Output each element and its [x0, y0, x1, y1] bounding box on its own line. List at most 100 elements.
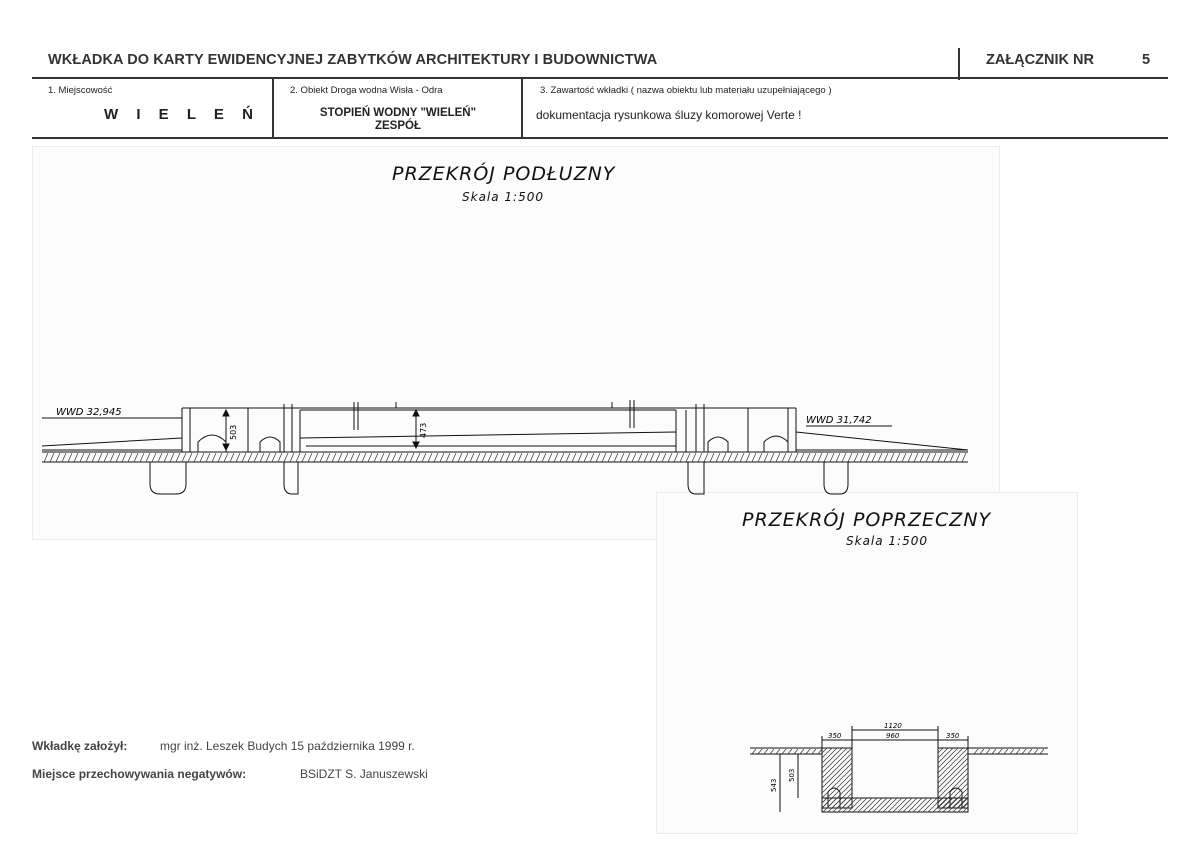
hatch-line	[1003, 748, 1009, 755]
hatch-line	[821, 747, 848, 774]
hatch-line	[487, 452, 493, 463]
hatch-line	[271, 452, 277, 463]
hatch-line	[721, 452, 727, 463]
hatch-line	[827, 797, 843, 813]
hatch-line	[781, 748, 787, 755]
hatch-line	[517, 452, 523, 463]
hatch-line	[887, 797, 903, 813]
hatch-line	[877, 452, 883, 463]
hatch-line	[847, 452, 853, 463]
dim-right-wall-text: 350	[946, 732, 960, 740]
hatch-line	[301, 452, 307, 463]
hatch-line	[43, 452, 49, 463]
hatch-line	[679, 452, 685, 463]
place-label: 1. Miejscowość	[48, 85, 113, 96]
hatch-line	[1015, 748, 1021, 755]
hatch-line	[727, 452, 733, 463]
hatch-line	[1033, 748, 1039, 755]
hatch-line	[541, 452, 547, 463]
hatch-line	[917, 797, 933, 813]
hatch-line	[883, 452, 889, 463]
hatch-line	[957, 797, 969, 809]
hatch-line	[181, 452, 187, 463]
hatch-line	[61, 452, 67, 463]
hatch-line	[913, 452, 919, 463]
hatch-line	[259, 452, 265, 463]
hatch-line	[145, 452, 151, 463]
hatch-line	[667, 452, 673, 463]
hatch-line	[781, 452, 787, 463]
hatch-line	[91, 452, 97, 463]
hatch-line	[859, 452, 865, 463]
hatch-line	[821, 797, 833, 809]
storage-value: BSiDZT S. Januszewski	[300, 767, 428, 781]
hatch-line	[821, 747, 828, 754]
hatch-line	[962, 802, 969, 809]
hatch-line	[957, 801, 969, 813]
hatch-line	[475, 452, 481, 463]
hatch-line	[937, 757, 969, 789]
hatch-line	[511, 452, 517, 463]
hatch-line	[1021, 748, 1027, 755]
hatch-line	[897, 797, 913, 813]
hatch-line	[403, 452, 409, 463]
hatch-line	[469, 452, 475, 463]
hatch-line	[925, 452, 931, 463]
hatch-line	[811, 748, 817, 755]
hatch-line	[799, 452, 805, 463]
hatch-line	[409, 452, 415, 463]
hatch-line	[415, 452, 421, 463]
hatch-line	[793, 452, 799, 463]
hatch-line	[163, 452, 169, 463]
hatch-line	[331, 452, 337, 463]
hatch-line	[821, 747, 853, 779]
hatch-line	[763, 748, 769, 755]
object-value: STOPIEŃ WODNY "WIELEŃ" ZESPÓŁ	[278, 107, 518, 133]
hatch-line	[937, 747, 969, 779]
hatch-line	[912, 797, 928, 813]
hatch-line	[942, 797, 958, 813]
hatch-line	[937, 747, 959, 769]
hatch-line	[872, 797, 888, 813]
hatch-line	[867, 797, 883, 813]
hatch-line	[937, 747, 944, 754]
hatch-line	[775, 452, 781, 463]
hatch-line	[937, 767, 969, 799]
hatch-line	[991, 748, 997, 755]
hatch-line	[427, 452, 433, 463]
hatch-line	[319, 452, 325, 463]
hatch-line	[379, 452, 385, 463]
hatch-line	[709, 452, 715, 463]
hatch-line	[787, 748, 793, 755]
header-rule	[32, 77, 1168, 79]
place-value: W I E L E Ń	[104, 106, 260, 123]
hatch-line	[733, 452, 739, 463]
hatch-line	[901, 452, 907, 463]
hatch-line	[865, 452, 871, 463]
hatch-line	[187, 452, 193, 463]
hatch-line	[313, 452, 319, 463]
hatch-line	[823, 452, 829, 463]
hatch-line	[862, 797, 878, 813]
level-left-text: WWD 32,945	[56, 407, 122, 418]
hatch-line	[325, 452, 331, 463]
hatch-line	[571, 452, 577, 463]
content-label: 3. Zawartość wkładki ( nazwa obiektu lub…	[540, 85, 832, 96]
hatch-line	[523, 452, 529, 463]
attachment-number: 5	[1142, 52, 1151, 68]
hatch-line	[821, 767, 853, 799]
hatch-line	[397, 452, 403, 463]
hatch-line	[433, 452, 439, 463]
longitudinal-scale: Skala 1:500	[462, 190, 545, 204]
hatch-line	[882, 797, 898, 813]
cross-scale: Skala 1:500	[846, 534, 929, 548]
hatch-line	[907, 452, 913, 463]
hatch-line	[295, 452, 301, 463]
hatch-line	[1027, 748, 1033, 755]
dim-left-wall-text: 350	[828, 732, 842, 740]
hatch-line	[577, 452, 583, 463]
hatch-line	[962, 806, 969, 813]
hatch-line	[952, 797, 968, 813]
hatch-line	[822, 797, 838, 813]
